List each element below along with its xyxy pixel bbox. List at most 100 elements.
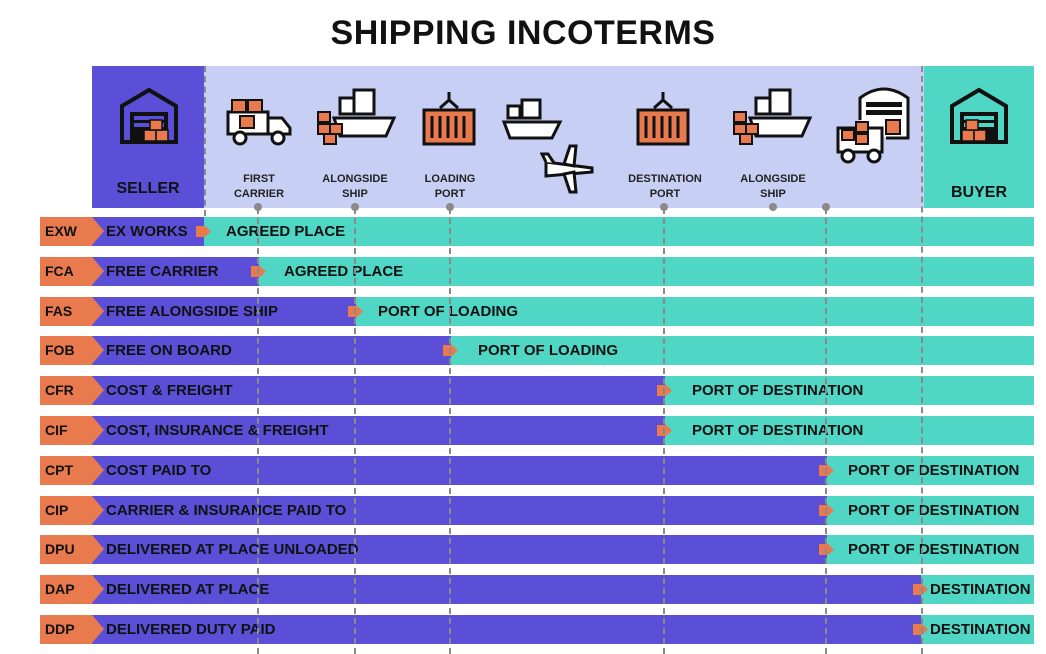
incoterm-code-badge: DDP <box>40 615 92 644</box>
incoterm-name: CARRIER & INSURANCE PAID TO <box>106 501 347 519</box>
warehouse-truck-icon <box>836 87 910 164</box>
code-badge-arrow <box>92 296 104 325</box>
seller-responsibility-bar <box>92 336 451 366</box>
transfer-point-label: PORT OF DESTINATION <box>692 422 864 439</box>
seller-responsibility-bar <box>92 296 356 326</box>
code-badge-arrow <box>92 336 104 365</box>
incoterm-code-badge: EXW <box>40 217 92 246</box>
stage-marker <box>446 203 454 211</box>
stage-label-loading-port: LOADING PORT <box>424 173 476 200</box>
risk-transfer-arrow-icon <box>913 584 928 596</box>
stage-marker <box>660 203 668 211</box>
incoterm-code-badge: FOB <box>40 336 92 366</box>
buyer-responsibility-bar <box>827 535 1034 565</box>
incoterm-code: CFR <box>45 382 74 399</box>
incoterm-name: COST, INSURANCE & FREIGHT <box>106 422 329 439</box>
seller-responsibility-bar <box>92 535 827 565</box>
incoterm-code-badge: CIP <box>40 495 92 525</box>
cargo-ship-icon <box>733 88 813 145</box>
airplane-icon <box>540 144 594 194</box>
seller-responsibility-bar <box>92 495 827 525</box>
seller-label: SELLER <box>116 180 180 197</box>
transfer-point-label: AGREED PLACE <box>284 262 404 280</box>
incoterm-name: DELIVERED AT PLACE <box>106 581 270 599</box>
incoterm-code: DPU <box>45 541 75 558</box>
incoterm-code: FAS <box>45 302 73 319</box>
seller-responsibility-bar <box>92 376 665 406</box>
stage-marker <box>822 203 830 211</box>
incoterm-name: DELIVERED AT PLACE UNLOADED <box>106 541 359 559</box>
seller-boundary-line <box>204 66 206 216</box>
buyer-responsibility-bar <box>259 256 1034 286</box>
transfer-point-label: DESTINATION <box>930 621 1031 638</box>
code-badge-arrow <box>92 256 104 285</box>
incoterm-code-badge: FAS <box>40 296 92 326</box>
incoterm-code-badge: DPU <box>40 535 92 565</box>
incoterm-row: CIF COST, INSURANCE & FREIGHT PORT OF DEST… <box>0 416 1046 445</box>
buyer-boundary-line <box>921 66 923 654</box>
buyer-label: BUYER <box>950 184 1007 201</box>
incoterm-code-badge: CFR <box>40 376 92 406</box>
incoterm-code-badge: DAP <box>40 575 92 605</box>
transfer-point-label: PORT OF LOADING <box>378 302 518 320</box>
seller-responsibility-bar <box>92 455 827 485</box>
cargo-ship-icon <box>317 88 397 145</box>
code-badge-arrow <box>92 535 104 564</box>
seller-responsibility-bar <box>92 615 921 644</box>
buyer-responsibility-bar <box>665 376 1034 406</box>
incoterm-code: DDP <box>45 621 75 637</box>
stage-marker <box>351 203 359 211</box>
page-title: SHIPPING INCOTERMS <box>330 14 716 52</box>
code-badge-arrow <box>92 455 104 484</box>
incoterm-code-badge: CPT <box>40 455 92 485</box>
incoterm-code-badge: CIF <box>40 416 92 445</box>
transfer-point-label: PORT OF LOADING <box>478 342 618 360</box>
stage-guide-line <box>257 208 259 654</box>
seller-responsibility-bar <box>92 256 259 286</box>
stage-label-alongside-ship-destination: ALONGSIDE SHIP <box>740 173 806 200</box>
transfer-point-label: PORT OF DESTINATION <box>848 541 1020 559</box>
transfer-point-label: PORT OF DESTINATION <box>692 382 864 400</box>
buyer-responsibility-bar <box>921 575 1034 605</box>
transfer-point-label: PORT OF DESTINATION <box>848 461 1020 479</box>
seller-responsibility-bar <box>92 217 204 246</box>
container-icon <box>422 92 476 146</box>
buyer-responsibility-bar <box>665 416 1034 445</box>
incoterm-name: FREE CARRIER <box>106 262 219 280</box>
warehouse-icon <box>950 87 1008 144</box>
incoterm-name: COST & FREIGHT <box>106 382 233 400</box>
stage-guide-line <box>354 208 356 654</box>
incoterm-code: CPT <box>45 461 73 478</box>
stage-guide-line <box>449 208 451 654</box>
code-badge-arrow <box>92 495 104 524</box>
incoterm-code: CIF <box>45 422 68 438</box>
incoterm-row: DPU DELIVERED AT PLACE UNLOADED PORT OF DE… <box>0 535 1046 565</box>
stage-marker <box>769 203 777 211</box>
stage-guide-line <box>663 208 665 654</box>
code-badge-arrow <box>92 575 104 604</box>
incoterm-code-badge: FCA <box>40 256 92 286</box>
container-icon <box>636 92 690 146</box>
incoterm-row: FCA FREE CARRIER AGREED PLACE <box>0 256 1046 286</box>
risk-transfer-arrow-icon <box>196 226 211 237</box>
code-badge-arrow <box>92 217 104 245</box>
incoterm-row: CFR COST & FREIGHT PORT OF DESTINATION <box>0 376 1046 406</box>
buyer-responsibility-bar <box>827 495 1034 525</box>
stage-label-alongside-ship: ALONGSIDE SHIP <box>322 173 388 200</box>
incoterm-name: COST PAID TO <box>106 461 212 479</box>
incoterm-code: FCA <box>45 262 74 279</box>
incoterm-row: EXW EX WORKS AGREED PLACE <box>0 217 1046 246</box>
seller-responsibility-bar <box>92 416 665 445</box>
cargo-ship-icon <box>501 98 563 140</box>
incoterm-name: EX WORKS <box>106 223 188 240</box>
code-badge-arrow <box>92 416 104 444</box>
incoterm-code: CIP <box>45 501 69 518</box>
stage-guide-line <box>825 208 827 654</box>
incoterm-code: FOB <box>45 342 75 359</box>
transfer-point-label: AGREED PLACE <box>226 223 346 240</box>
